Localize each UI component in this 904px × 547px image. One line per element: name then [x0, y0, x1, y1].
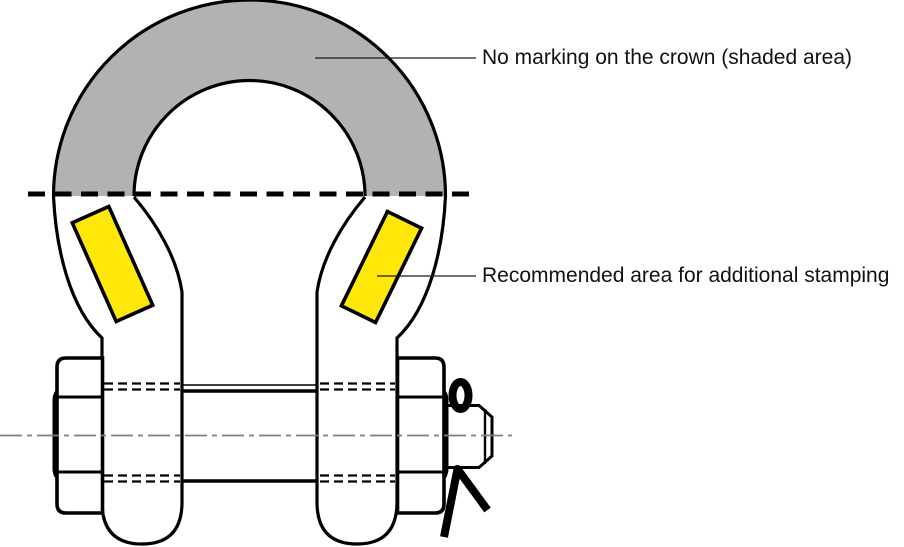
- right-leg-fill: [317, 196, 446, 544]
- left-leg-fill: [53, 196, 182, 544]
- annotation-crown-note: No marking on the crown (shaded area): [482, 46, 853, 69]
- right-leg-outline: [315, 195, 448, 546]
- bolt-end: [442, 404, 494, 469]
- left-leg-eye: [51, 195, 184, 546]
- hidden-hole-lines: [104, 382, 395, 483]
- cotter-pin: [440, 378, 491, 538]
- left-leg-outline: [51, 195, 184, 546]
- cotter-pin-ring: [448, 378, 473, 413]
- stamping-area-left: [69, 204, 156, 324]
- crown-shaded-area: [53, 0, 446, 196]
- stamping-area-right: [339, 209, 424, 325]
- right-leg-eye: [315, 195, 448, 546]
- bow-inner-outline: [132, 78, 367, 197]
- annotation-stamping-note: Recommended area for additional stamping: [482, 264, 890, 287]
- bolt-shank: [182, 384, 318, 483]
- right-nut-facet: [442, 390, 449, 479]
- left-nut-facet: [52, 390, 59, 479]
- cotter-pin-legs: [440, 465, 491, 538]
- bow-outer-outline: [51, 0, 448, 197]
